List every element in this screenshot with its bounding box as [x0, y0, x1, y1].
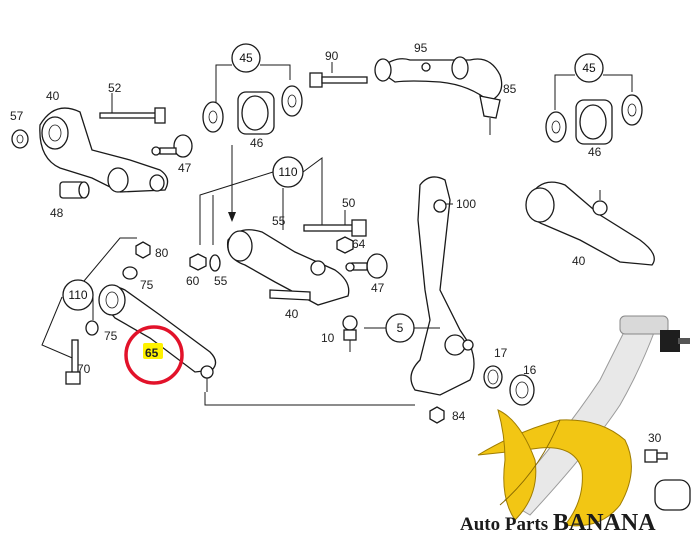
label-70: 70: [77, 362, 91, 376]
label-17: 17: [494, 346, 508, 360]
label-80: 80: [155, 246, 169, 260]
svg-text:110: 110: [68, 288, 87, 302]
part-hub-cap: [654, 479, 691, 511]
callout-110-center: 110: [199, 156, 323, 245]
part-47-ball-joint-center: [345, 253, 388, 279]
arrow-down: [228, 145, 236, 222]
callout-5: 5: [364, 313, 440, 343]
part-10-ball-joint: [342, 315, 358, 352]
svg-text:45: 45: [582, 61, 596, 75]
part-47-ball-joint: [151, 134, 193, 158]
label-64: 64: [352, 237, 366, 251]
label-40-upper: 40: [46, 89, 60, 103]
watermark-text-main: Auto Parts: [460, 514, 553, 535]
label-90: 90: [325, 49, 339, 63]
banana-logo-icon: [477, 409, 632, 527]
part-60-nut: [189, 253, 207, 271]
svg-text:45: 45: [239, 51, 253, 65]
label-60: 60: [186, 274, 200, 288]
part-30-bolt: [644, 449, 668, 463]
label-46-top: 46: [250, 136, 264, 150]
part-65-strut-arm: [98, 284, 217, 392]
label-16: 16: [523, 363, 537, 377]
label-55-lower: 55: [214, 274, 228, 288]
label-40-right: 40: [572, 254, 586, 268]
part-46-bushing-top: [202, 85, 303, 135]
part-16-bearing: [509, 374, 535, 406]
label-85: 85: [503, 82, 517, 96]
part-55-washer-lower: [209, 254, 221, 272]
label-57: 57: [10, 109, 24, 123]
part-48-bushing: [59, 181, 90, 199]
watermark-text-brand: BANANA: [553, 510, 656, 536]
part-40-center-arm: [226, 229, 350, 306]
part-40-lower-arm: [39, 107, 169, 193]
part-90-bolt: [309, 62, 368, 88]
highlight-marker: [143, 343, 163, 359]
label-84: 84: [452, 409, 466, 423]
label-40-center: 40: [285, 307, 299, 321]
part-84-nut: [429, 406, 445, 424]
part-80-nut: [135, 241, 151, 259]
part-50-bolt: [303, 210, 367, 237]
watermark-text: Auto Parts BANANA: [460, 510, 656, 536]
part-52-bolt: [99, 93, 166, 124]
label-47-upper: 47: [178, 161, 192, 175]
highlight-65: 65: [124, 325, 184, 385]
part-70-bolt: [65, 339, 81, 385]
part-75-washer-upper: [122, 266, 138, 280]
part-40-right-arm: [525, 181, 655, 266]
part-46-bushing-right: [545, 94, 643, 145]
label-52: 52: [108, 81, 122, 95]
label-47-center: 47: [371, 281, 385, 295]
label-48: 48: [50, 206, 64, 220]
label-10: 10: [321, 331, 335, 345]
part-17-ring: [483, 365, 503, 389]
part-100-knuckle: [410, 176, 475, 396]
svg-text:5: 5: [397, 321, 404, 335]
label-75-upper: 75: [140, 278, 154, 292]
callout-45-right: 45: [554, 53, 633, 110]
callout-110-left: 110: [41, 237, 137, 361]
highlight-ring: [124, 325, 184, 385]
label-100: 100: [456, 197, 476, 211]
label-95: 95: [414, 41, 428, 55]
part-64-nut: [336, 236, 354, 254]
label-75-lower: 75: [104, 329, 118, 343]
label-65: 65: [145, 346, 159, 360]
part-75-washer-lower: [85, 320, 99, 336]
callout-45-left: 45: [215, 43, 291, 105]
label-46-right: 46: [588, 145, 602, 159]
part-57-washer: [11, 129, 29, 149]
label-50: 50: [342, 196, 356, 210]
leader-65-to-knuckle: [204, 392, 415, 406]
label-55-upper: 55: [272, 214, 286, 228]
label-30: 30: [648, 431, 662, 445]
part-85-upper-arm: [374, 56, 503, 135]
svg-text:110: 110: [278, 165, 297, 179]
